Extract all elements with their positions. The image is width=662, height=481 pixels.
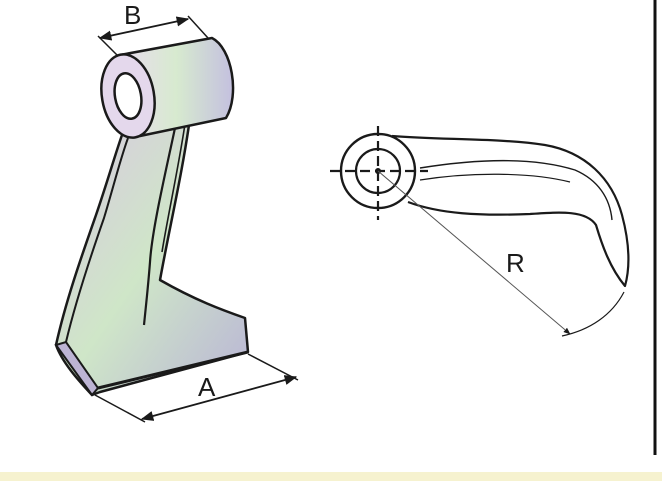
- hammer-inner-rib: [142, 127, 177, 326]
- hammer-side-view-drawing: R: [330, 126, 630, 337]
- hammer-inner-rib-2: [161, 123, 186, 253]
- dimension-b-label: B: [124, 0, 141, 30]
- radius-line: [377, 170, 571, 335]
- dimension-a-ext-right: [247, 353, 299, 381]
- dimension-a-label: A: [198, 372, 216, 402]
- dimension-b-ext-right: [187, 15, 209, 39]
- dimension-a-ext-left: [94, 394, 146, 423]
- dimension-b-ext-left: [97, 35, 119, 57]
- hammer-tube-hole: [113, 71, 143, 121]
- side-view-blade-inner-line-2: [419, 173, 571, 183]
- radius-label: R: [506, 248, 525, 278]
- bottom-strip: [0, 472, 662, 481]
- side-view-blade-inner-line: [419, 160, 613, 221]
- radius-arc: [561, 291, 625, 337]
- hammer-perspective-drawing: B A: [54, 0, 299, 423]
- hammer-cutting-edge: [97, 350, 249, 390]
- hammer-blade-body: [54, 116, 250, 397]
- dimension-b-arrow: [98, 16, 190, 41]
- side-view-blade-outline: [391, 134, 630, 288]
- hammer-blade-edge-line: [65, 137, 129, 343]
- dimension-a-arrow: [140, 375, 298, 421]
